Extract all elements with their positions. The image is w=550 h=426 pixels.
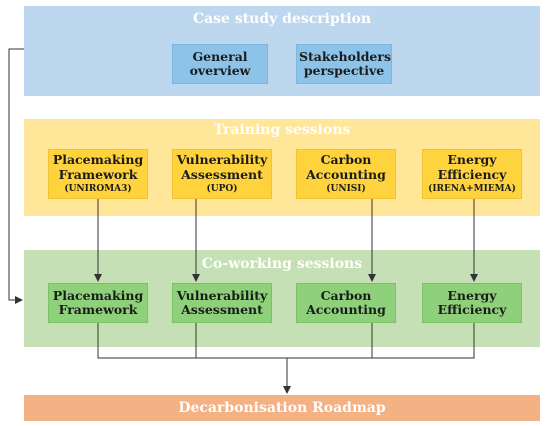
training-vulnerability-box: Vulnerability Assessment (UPO): [172, 149, 272, 199]
general-overview-label: General overview: [189, 48, 251, 78]
training-energy-sub: (IRENA+MIEMA): [428, 184, 516, 195]
training-sessions-section: Training sessions Placemaking Framework …: [24, 119, 540, 216]
training-energy-label: Energy Efficiency: [437, 152, 507, 182]
training-carbon-sub: (UNISI): [326, 184, 366, 195]
training-carbon-label: Carbon Accounting: [306, 152, 386, 182]
coworking-placemaking-label: Placemaking Framework: [52, 287, 144, 317]
coworking-energy-box: Energy Efficiency: [422, 283, 522, 323]
case-study-title: Case study description: [192, 11, 372, 27]
training-sessions-title: Training sessions: [213, 122, 351, 138]
roadmap-section: Decarbonisation Roadmap: [24, 395, 540, 421]
general-overview-box: General overview: [172, 44, 268, 84]
coworking-carbon-box: Carbon Accounting: [296, 283, 396, 323]
training-placemaking-sub: (UNIROMA3): [64, 184, 132, 195]
coworking-energy-label: Energy Efficiency: [437, 287, 507, 317]
training-energy-box: Energy Efficiency (IRENA+MIEMA): [422, 149, 522, 199]
coworking-vulnerability-box: Vulnerability Assessment: [172, 283, 272, 323]
coworking-vulnerability-label: Vulnerability Assessment: [176, 287, 268, 317]
coworking-sessions-title: Co-working sessions: [201, 256, 363, 272]
training-vulnerability-label: Vulnerability Assessment: [176, 152, 268, 182]
coworking-placemaking-box: Placemaking Framework: [48, 283, 148, 323]
coworking-carbon-label: Carbon Accounting: [306, 287, 386, 317]
roadmap-title: Decarbonisation Roadmap: [178, 400, 386, 416]
training-placemaking-label: Placemaking Framework: [52, 152, 144, 182]
training-carbon-box: Carbon Accounting (UNISI): [296, 149, 396, 199]
loop-connector: [8, 48, 24, 304]
stakeholders-perspective-label: Stakeholders perspective: [299, 48, 392, 78]
stakeholders-perspective-box: Stakeholders perspective: [296, 44, 392, 84]
case-study-section: Case study description General overview …: [24, 6, 540, 96]
training-placemaking-box: Placemaking Framework (UNIROMA3): [48, 149, 148, 199]
training-vulnerability-sub: (UPO): [206, 184, 238, 195]
coworking-sessions-section: Co-working sessions Placemaking Framewor…: [24, 250, 540, 347]
